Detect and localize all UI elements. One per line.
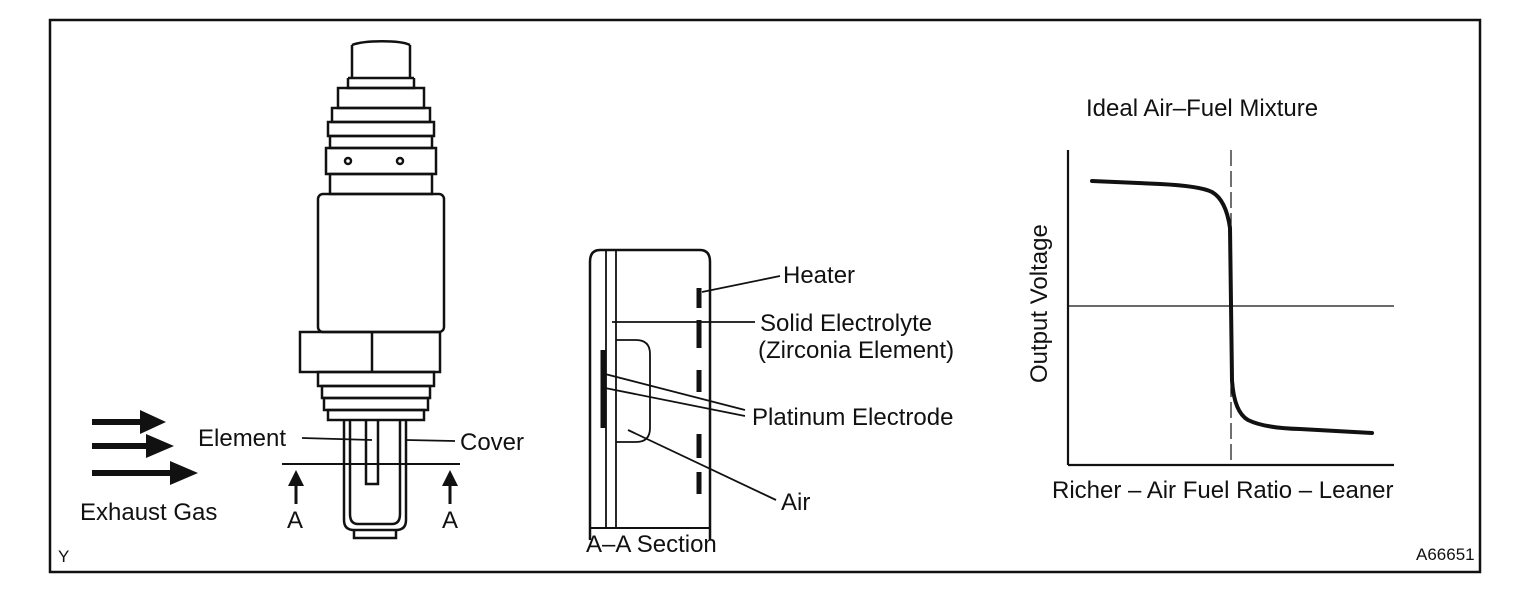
- air-label: Air: [781, 489, 810, 516]
- element-leader: [301, 437, 373, 441]
- cover-label: Cover: [460, 429, 524, 456]
- platinum-electrode-label: Platinum Electrode: [752, 404, 953, 431]
- heater-leader: [701, 275, 781, 293]
- section-arrow-right: [442, 470, 458, 504]
- section-title: A–A Section: [586, 531, 717, 558]
- exhaust-gas-label: Exhaust Gas: [80, 499, 217, 526]
- element-label: Element: [198, 425, 286, 452]
- corner-mark: Y: [58, 547, 69, 566]
- section-arrow-left: [288, 470, 304, 504]
- exhaust-arrow-3: [92, 461, 198, 485]
- figure-code: A66651: [1416, 545, 1475, 564]
- output-voltage-curve: [1090, 179, 1374, 435]
- electrode-leader-1: [604, 373, 746, 411]
- air-leader: [627, 429, 777, 501]
- outer-frame: [48, 18, 1482, 574]
- heater-label: Heater: [783, 262, 855, 289]
- cover-leader: [405, 439, 456, 442]
- exhaust-arrow-2: [92, 434, 174, 458]
- graph-title: Ideal Air–Fuel Mixture: [1086, 95, 1318, 122]
- graph-y-label: Output Voltage: [1026, 224, 1053, 383]
- section-mark-right: A: [442, 507, 458, 534]
- cross-section-illustration: [588, 248, 712, 540]
- solid-electrolyte-label: Solid Electrolyte: [760, 310, 932, 337]
- graph-axes: [1066, 150, 1394, 467]
- oxygen-sensor-illustration: [298, 40, 446, 540]
- electrode-leader-2: [604, 387, 746, 417]
- zirconia-element-label: (Zirconia Element): [758, 337, 954, 364]
- graph-x-label: Richer – Air Fuel Ratio – Leaner: [1052, 477, 1394, 504]
- exhaust-arrow-1: [92, 410, 166, 434]
- section-mark-left: A: [287, 507, 303, 534]
